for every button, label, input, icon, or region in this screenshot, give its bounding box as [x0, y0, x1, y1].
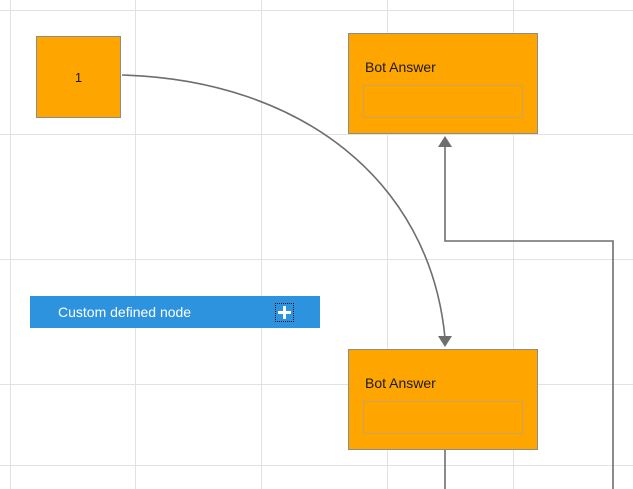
- bot-answer-node-bottom[interactable]: Bot Answer: [348, 349, 538, 450]
- plus-drag-cursor-icon[interactable]: [275, 302, 294, 322]
- dotted-square-outline: [275, 302, 294, 322]
- bot-answer-field-top[interactable]: [363, 85, 523, 118]
- custom-defined-node-label: Custom defined node: [58, 304, 192, 320]
- start-node-label: 1: [74, 69, 83, 85]
- bot-answer-node-top[interactable]: Bot Answer: [348, 33, 538, 134]
- custom-defined-node-palette-bar[interactable]: Custom defined node: [30, 296, 320, 328]
- bot-answer-field-bottom[interactable]: [363, 401, 523, 434]
- bot-answer-title-top: Bot Answer: [365, 59, 436, 75]
- plus-vertical-stroke: [283, 305, 286, 319]
- start-node[interactable]: 1: [36, 36, 121, 118]
- bot-answer-title-bottom: Bot Answer: [365, 375, 436, 391]
